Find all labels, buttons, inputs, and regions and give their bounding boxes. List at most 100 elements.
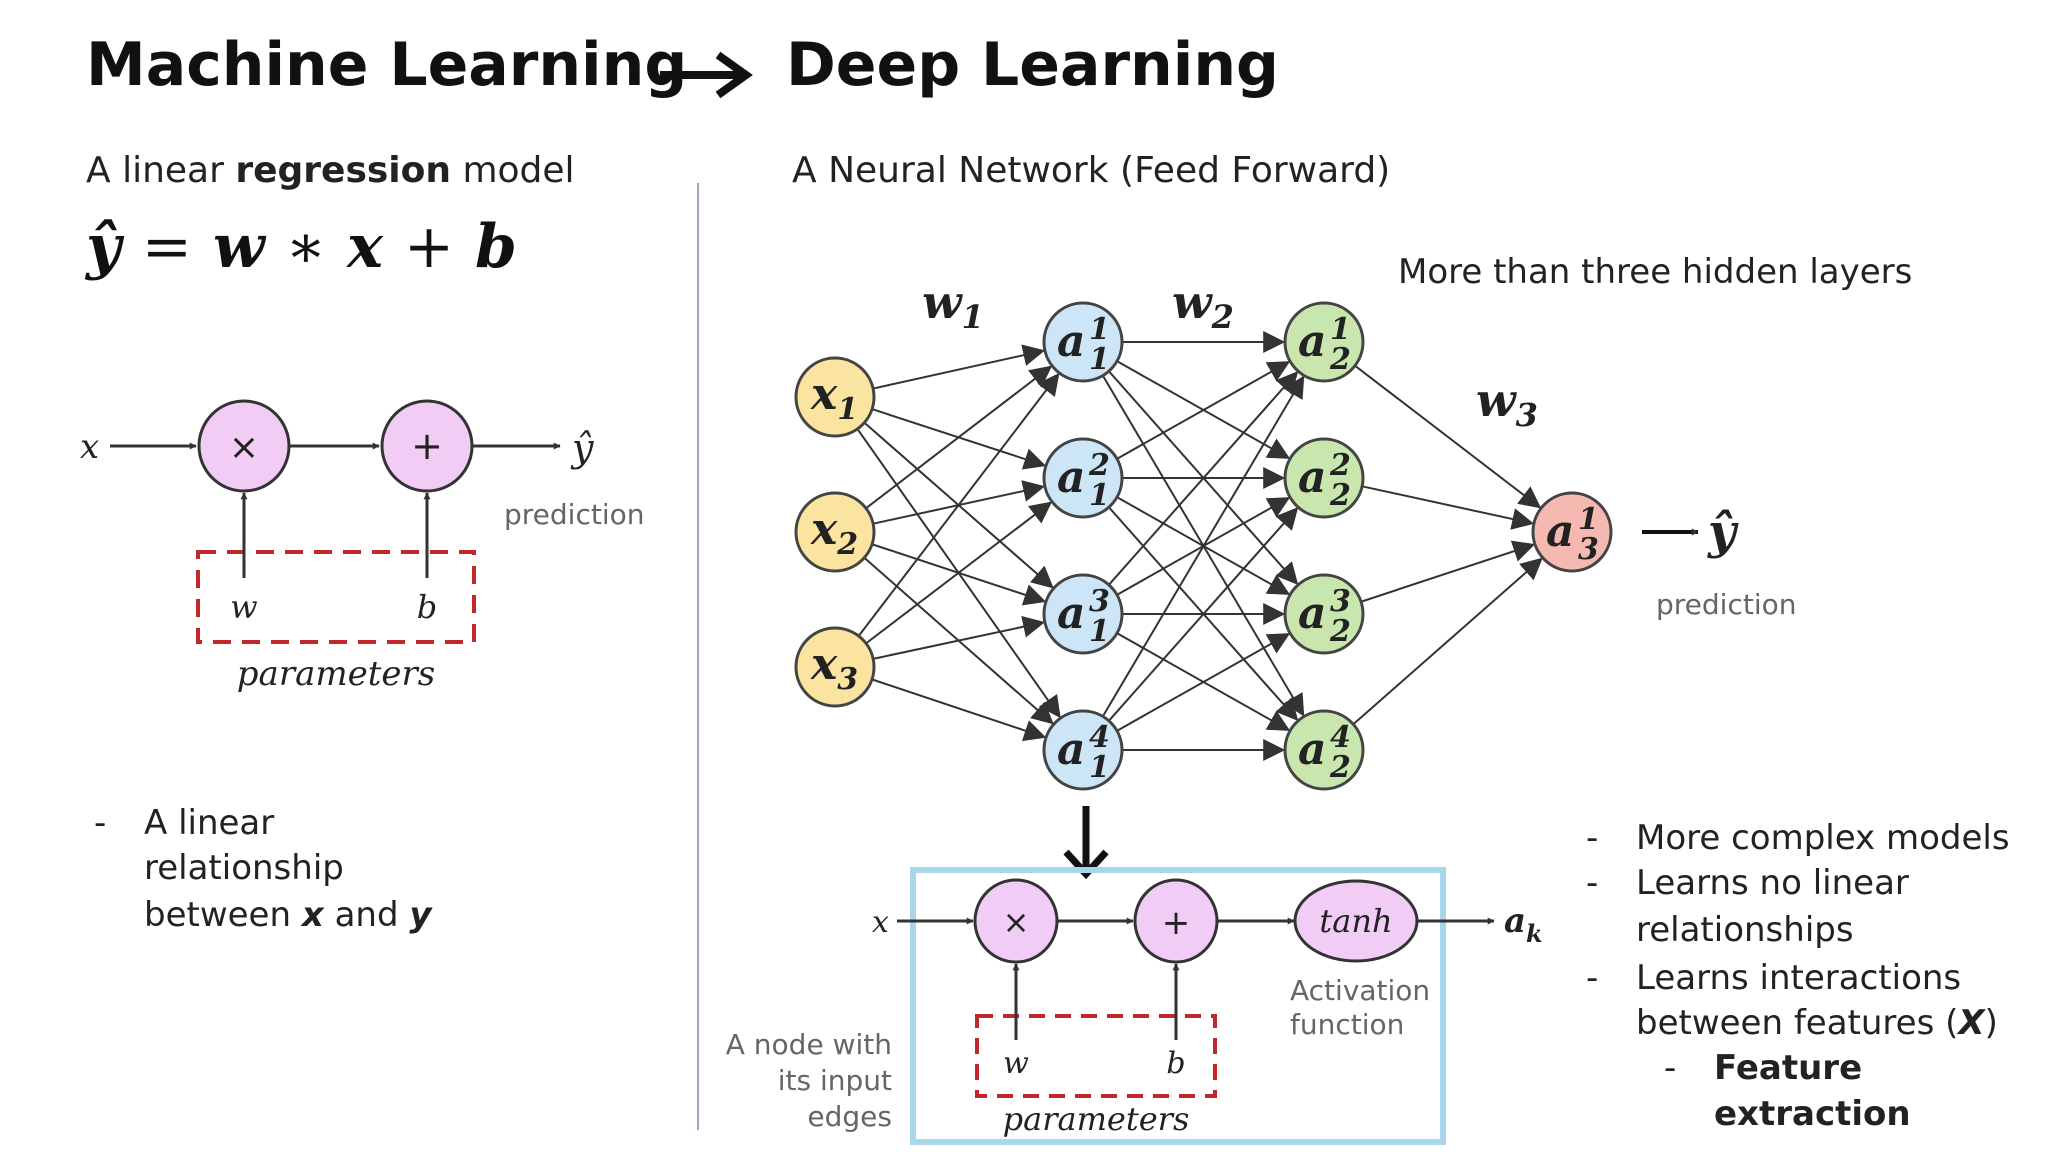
weight-label-w2: w2 xyxy=(1172,275,1234,336)
output-node-a3-sub: 3 xyxy=(1578,532,1599,567)
input-node-x1-base: x xyxy=(810,369,838,420)
lin-prediction-label: prediction xyxy=(504,498,644,531)
hidden2-node-4-sup: 4 xyxy=(1330,720,1351,755)
hidden1-node-3-sub: 1 xyxy=(1089,614,1110,649)
hidden2-node-1-circle xyxy=(1283,301,1365,383)
hidden1-node-1-sup: 1 xyxy=(1089,312,1110,347)
w1-base: w xyxy=(922,275,963,329)
w3-base: w xyxy=(1476,373,1517,427)
edge-a12-a21 xyxy=(1116,361,1291,460)
nn-output-yhat: ŷ xyxy=(1707,504,1739,560)
edge-a14-a23 xyxy=(1116,633,1291,732)
edge-a21-a3 xyxy=(1354,364,1542,509)
hidden1-node-1-base: a xyxy=(1057,316,1086,367)
rb3-pre: between features ( xyxy=(1636,1003,1959,1043)
subtitle-pre: A linear xyxy=(86,150,236,191)
lin-parameters-label: parameters xyxy=(237,654,435,694)
nd-node-label-1: A node with xyxy=(726,1028,892,1061)
rb2-line1: Learns no linear xyxy=(1636,863,1909,903)
zoom-arrow-head xyxy=(1063,849,1109,880)
eq-star: ∗ xyxy=(285,212,327,282)
input-node-x3-base: x xyxy=(810,639,838,690)
w1-sub: 1 xyxy=(962,298,984,336)
eq-equals: = xyxy=(141,212,193,282)
rb3-dash: - xyxy=(1586,958,1599,998)
edge-a22-a3 xyxy=(1361,485,1535,530)
lb3-mid: and xyxy=(323,895,410,935)
lin-input-x: x xyxy=(80,427,99,467)
left-bullet-line1: A linear xyxy=(144,803,275,843)
w2-sub: 2 xyxy=(1211,298,1234,336)
nd-output-ak: ak xyxy=(1504,901,1543,948)
rb4-line2: extraction xyxy=(1714,1094,1911,1134)
left-subtitle: A linear regression model xyxy=(86,150,575,191)
nd-node-label-2: its input xyxy=(778,1064,892,1097)
output-node-a3-circle xyxy=(1531,491,1613,573)
lb3-y: y xyxy=(409,895,432,935)
hidden1-node-2-circle xyxy=(1042,437,1124,519)
input-node-x1: x1 xyxy=(794,356,876,438)
nd-out-base: a xyxy=(1504,901,1526,941)
eq-x: x xyxy=(347,212,383,282)
input-node-x1-label: x1 xyxy=(810,369,858,427)
hidden2-node-2-base: a xyxy=(1298,452,1327,503)
hidden2-node-4-base: a xyxy=(1298,724,1327,775)
nd-param-b: b xyxy=(1166,1046,1185,1081)
input-node-x1-circle xyxy=(794,356,876,438)
eq-b: b xyxy=(475,212,517,282)
rb3-line1: Learns interactions xyxy=(1636,958,1962,998)
nn-prediction-label: prediction xyxy=(1656,588,1796,621)
input-node-x3: x3 xyxy=(794,626,876,708)
rb3-line2: between features (X) xyxy=(1636,1000,1998,1046)
hidden2-node-3-sub: 2 xyxy=(1329,614,1351,649)
w3-sub: 3 xyxy=(1516,396,1538,434)
lb3-x: x xyxy=(301,895,324,935)
hidden2-node-4-circle xyxy=(1283,709,1365,791)
hidden1-node-4-circle xyxy=(1042,709,1124,791)
lb3-pre: between xyxy=(144,895,302,935)
nd-mul-symbol: × xyxy=(1003,903,1030,941)
input-node-x2-label: x2 xyxy=(810,504,858,562)
input-node-x3-circle xyxy=(794,626,876,708)
lin-add-symbol: + xyxy=(411,424,443,468)
input-node-x2-base: x xyxy=(810,504,838,555)
hidden1-node-3-circle xyxy=(1042,573,1124,655)
hidden1-node-3-sup: 3 xyxy=(1089,584,1110,619)
edge-a14-a22 xyxy=(1108,507,1299,722)
hidden-layers-note: More than three hidden layers xyxy=(1398,252,1913,292)
nn-edges xyxy=(856,331,1543,761)
linear-equation: ŷ = w ∗ x + b xyxy=(86,212,517,282)
left-bullet-dash: - xyxy=(94,803,107,843)
output-node-a3-sup: 1 xyxy=(1578,502,1599,537)
edge-a14-a21 xyxy=(1101,375,1305,717)
nd-input-x: x xyxy=(872,905,889,940)
edge-a24-a3 xyxy=(1352,557,1543,726)
hidden1-node-3-base: a xyxy=(1057,588,1086,639)
left-bullet-line2: relationship xyxy=(144,848,344,888)
edge-a13-a21 xyxy=(1108,371,1299,586)
rb3-x: X xyxy=(1958,1003,1985,1043)
hidden1-node-1-sub: 1 xyxy=(1089,342,1110,377)
hidden2-node-2-sub: 2 xyxy=(1329,478,1351,513)
lin-mul-symbol: × xyxy=(229,427,259,468)
parameters-box xyxy=(196,550,476,644)
input-node-x2-sub: 2 xyxy=(836,527,858,562)
hidden1-node-2-base: a xyxy=(1057,452,1086,503)
rb2-line2: relationships xyxy=(1636,910,1854,950)
edge-x3-a14 xyxy=(871,678,1047,742)
nd-activation-label-2: function xyxy=(1290,1008,1404,1041)
rb4-line1: Feature xyxy=(1714,1048,1863,1088)
nd-param-w: w xyxy=(1003,1046,1029,1081)
hidden1-node-2-sup: 2 xyxy=(1088,448,1110,483)
